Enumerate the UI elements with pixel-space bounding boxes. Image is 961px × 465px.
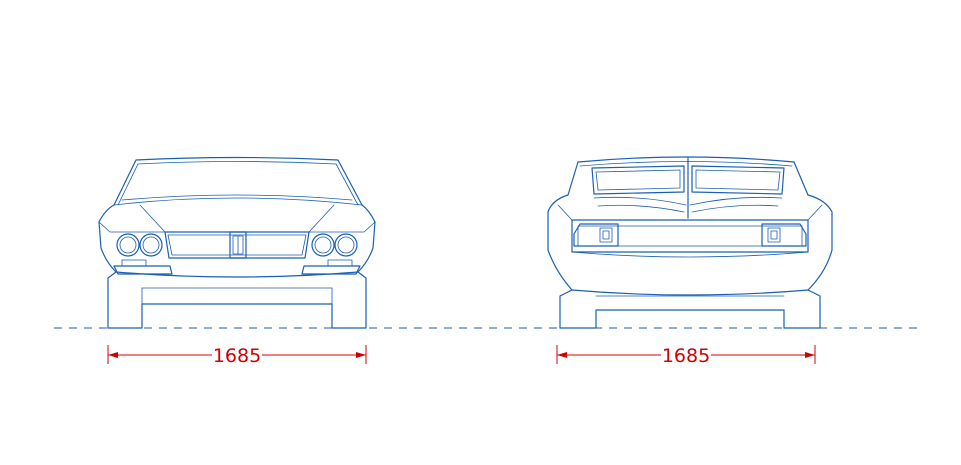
rear-track-width-label: 1685 xyxy=(662,345,710,367)
car-rear-view xyxy=(547,156,833,329)
dimension-front-track: 1685 xyxy=(107,345,367,367)
car-front-view xyxy=(98,156,376,329)
dimension-rear-track: 1685 xyxy=(556,345,816,367)
front-track-width-label: 1685 xyxy=(213,345,261,367)
